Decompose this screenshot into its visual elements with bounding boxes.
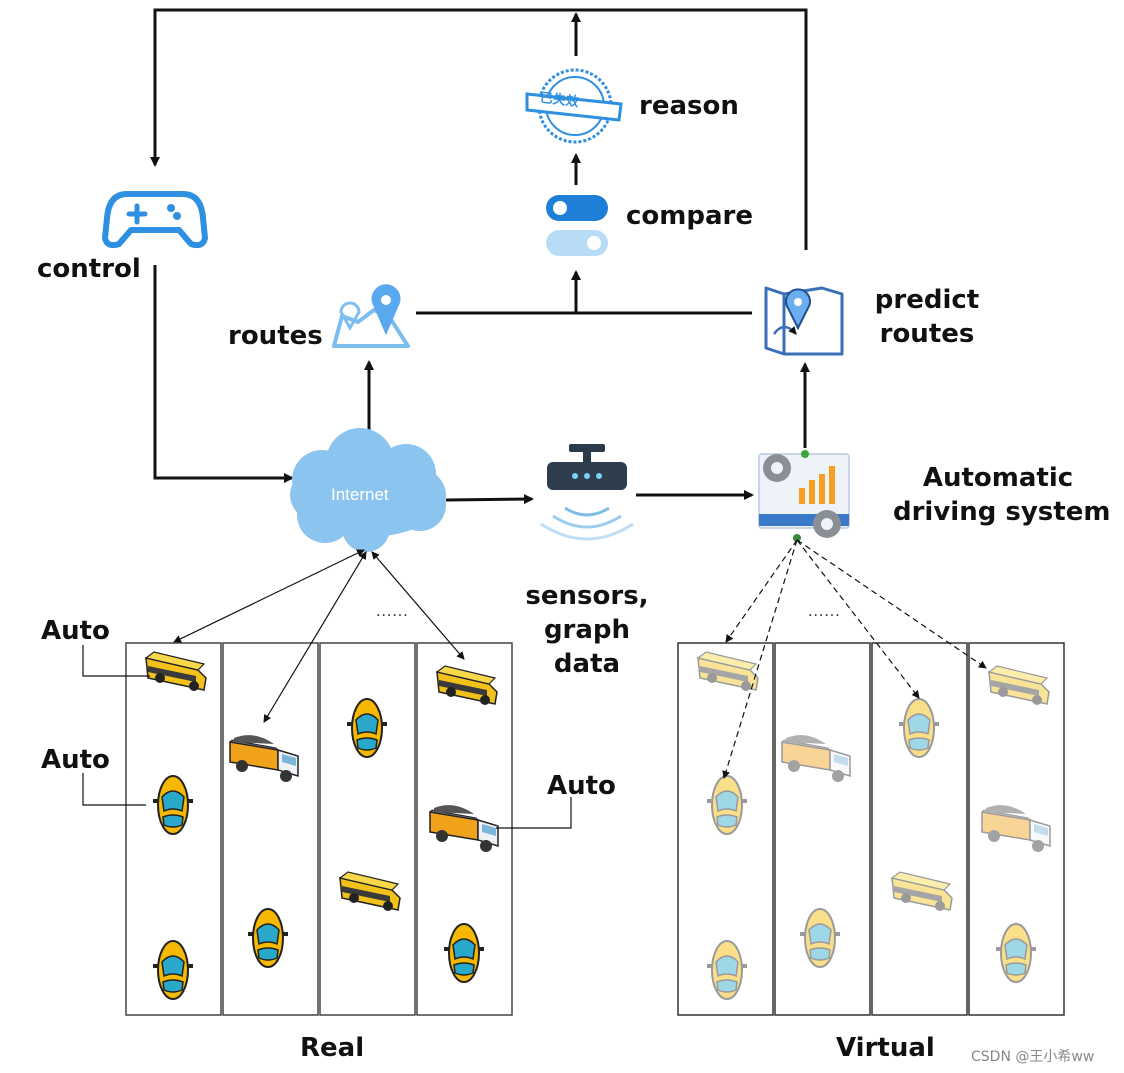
routes-label: routes: [228, 321, 323, 351]
predict-routes-line1: predict: [874, 285, 980, 315]
ads-line2: driving system: [893, 496, 1111, 527]
real-caption: Real: [300, 1033, 365, 1063]
predict-routes-line2: routes: [879, 318, 975, 349]
virtual-lanes: [677, 642, 1065, 1016]
virtual-vehicles: [697, 651, 1051, 1000]
ads-label: Automatic driving system: [893, 462, 1111, 530]
auto-label-3: Auto: [547, 771, 616, 801]
ads-line1: Automatic: [922, 463, 1074, 493]
sensors-line3: data: [553, 648, 621, 679]
route-map-icon: [764, 286, 844, 356]
sensors-line1: sensors,: [525, 581, 649, 611]
ellipsis-virtual: ......: [808, 604, 841, 620]
dashboard-gear-icon: [758, 450, 850, 542]
feedback-line-top: [150, 8, 808, 250]
auto-label-2: Auto: [41, 745, 110, 775]
sensors-line2: graph: [543, 614, 631, 645]
real-connections: [173, 549, 465, 723]
compare-label: compare: [626, 201, 753, 231]
virtual-caption: Virtual: [836, 1033, 935, 1063]
watermark: CSDN @王小希ww: [971, 1049, 1095, 1065]
ellipsis-real: ......: [376, 604, 409, 620]
predict-routes-label: predict routes: [868, 284, 986, 352]
router-wifi-icon: [540, 444, 634, 541]
control-to-internet-line: [153, 265, 294, 483]
cloud-icon: [290, 428, 446, 552]
toggle-switch-icon: [546, 195, 608, 256]
sensors-label: sensors, graph data: [512, 580, 662, 681]
reason-label: reason: [639, 91, 739, 121]
real-vehicles: [145, 651, 499, 1000]
auto-callout-lines: [82, 645, 572, 829]
internet-label: Internet: [331, 485, 389, 504]
expired-stamp-icon: [525, 68, 623, 144]
auto-label-1: Auto: [41, 616, 110, 646]
virtual-connections: [722, 539, 987, 779]
gamepad-icon: [102, 191, 208, 249]
map-pin-icon: [332, 284, 410, 348]
arrow-internet-to-sensors: [445, 494, 534, 505]
control-label: control: [37, 254, 141, 284]
